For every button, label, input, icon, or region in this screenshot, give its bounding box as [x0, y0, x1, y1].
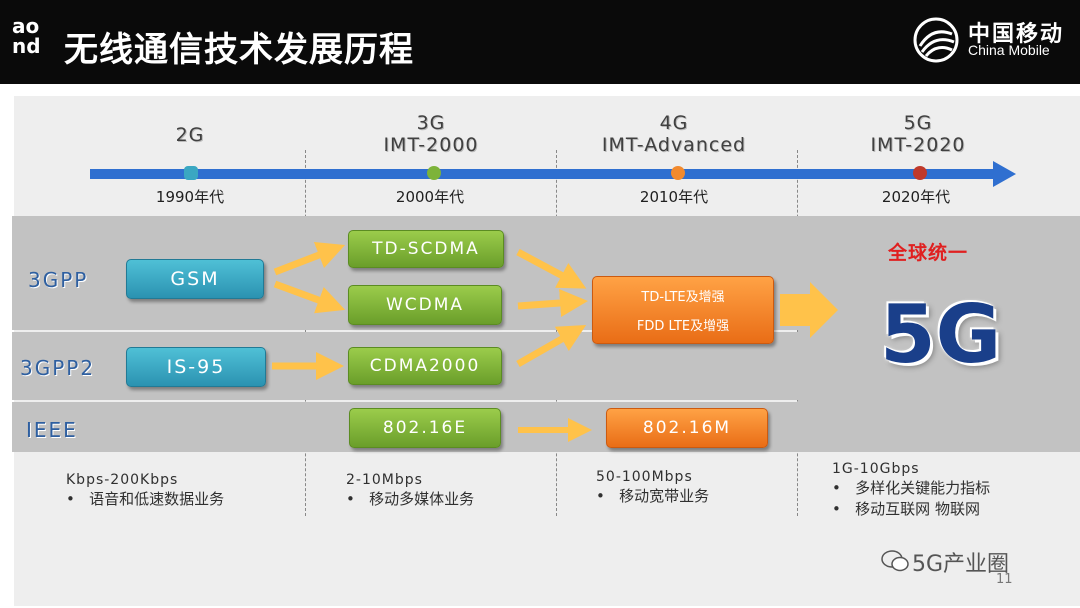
- row-label-3gpp2: 3GPP2: [20, 356, 96, 380]
- year-label-1990s: 1990年代: [155, 188, 225, 206]
- timeline-dot-5g: [913, 166, 927, 180]
- timeline-dot-4g: [671, 166, 685, 180]
- rate-text: 50-100Mbps: [596, 469, 693, 485]
- bullet-item: • 多样化关键能力指标: [832, 479, 991, 497]
- watermark-text: 5G产业圈: [912, 552, 1010, 577]
- fdd-lte-label: FDD LTE及增强: [636, 319, 730, 334]
- rate-block-3g: 2-10Mbps • 移动多媒体业务: [346, 472, 474, 509]
- slide-title: 无线通信技术发展历程: [64, 30, 414, 70]
- rate-block-2g: Kbps-200Kbps • 语音和低速数据业务: [66, 472, 224, 509]
- year-label-2000s: 2000年代: [395, 188, 465, 206]
- rate-block-5g: 1G-10Gbps • 多样化关键能力指标 • 移动互联网 物联网: [832, 461, 990, 519]
- tdscdma-box: TD-SCDMA: [348, 230, 504, 268]
- rate-text: Kbps-200Kbps: [66, 472, 179, 488]
- timeline-dot-2g: [184, 166, 198, 180]
- panel-5g: [798, 216, 1080, 452]
- china-mobile-logo-icon: [913, 17, 959, 63]
- cdma2000-box: CDMA2000: [348, 347, 502, 385]
- rate-block-4g: 50-100Mbps • 移动宽带业务: [596, 469, 709, 506]
- logo-text-en: China Mobile: [968, 42, 1050, 58]
- row-label-3gpp: 3GPP: [28, 268, 89, 292]
- bullet-item: • 语音和低速数据业务: [66, 490, 225, 508]
- 802-16m-box: 802.16M: [606, 408, 768, 448]
- gen-2g-label: 2G: [175, 124, 205, 146]
- rate-text: 1G-10Gbps: [832, 461, 920, 477]
- logo-text-cn: 中国移动: [968, 22, 1065, 47]
- header-bar: [0, 0, 1080, 84]
- year-label-2020s: 2020年代: [881, 188, 951, 206]
- bullet-item: • 移动多媒体业务: [346, 490, 475, 508]
- bullet-item: • 移动宽带业务: [596, 487, 710, 505]
- global-unify-text: 全球统一: [888, 242, 969, 264]
- wechat-icon: [881, 550, 909, 572]
- row-label-ieee: IEEE: [26, 418, 78, 442]
- page-number: 11: [996, 572, 1013, 587]
- gsm-box: GSM: [126, 259, 264, 299]
- timeline-arrow: [90, 161, 1016, 187]
- bullet-item: • 移动互联网 物联网: [832, 500, 980, 518]
- rate-text: 2-10Mbps: [346, 472, 423, 488]
- brand-logo-icon: ao nd: [12, 14, 41, 58]
- wcdma-box: WCDMA: [348, 285, 502, 325]
- big-5g-text: 5G: [880, 288, 1002, 381]
- is95-box: IS-95: [126, 347, 266, 387]
- 802-16e-box: 802.16E: [349, 408, 501, 448]
- td-lte-label: TD-LTE及增强: [641, 290, 725, 305]
- lte-box: TD-LTE及增强 FDD LTE及增强: [592, 276, 774, 344]
- year-label-2010s: 2010年代: [639, 188, 709, 206]
- timeline-dot-3g: [427, 166, 441, 180]
